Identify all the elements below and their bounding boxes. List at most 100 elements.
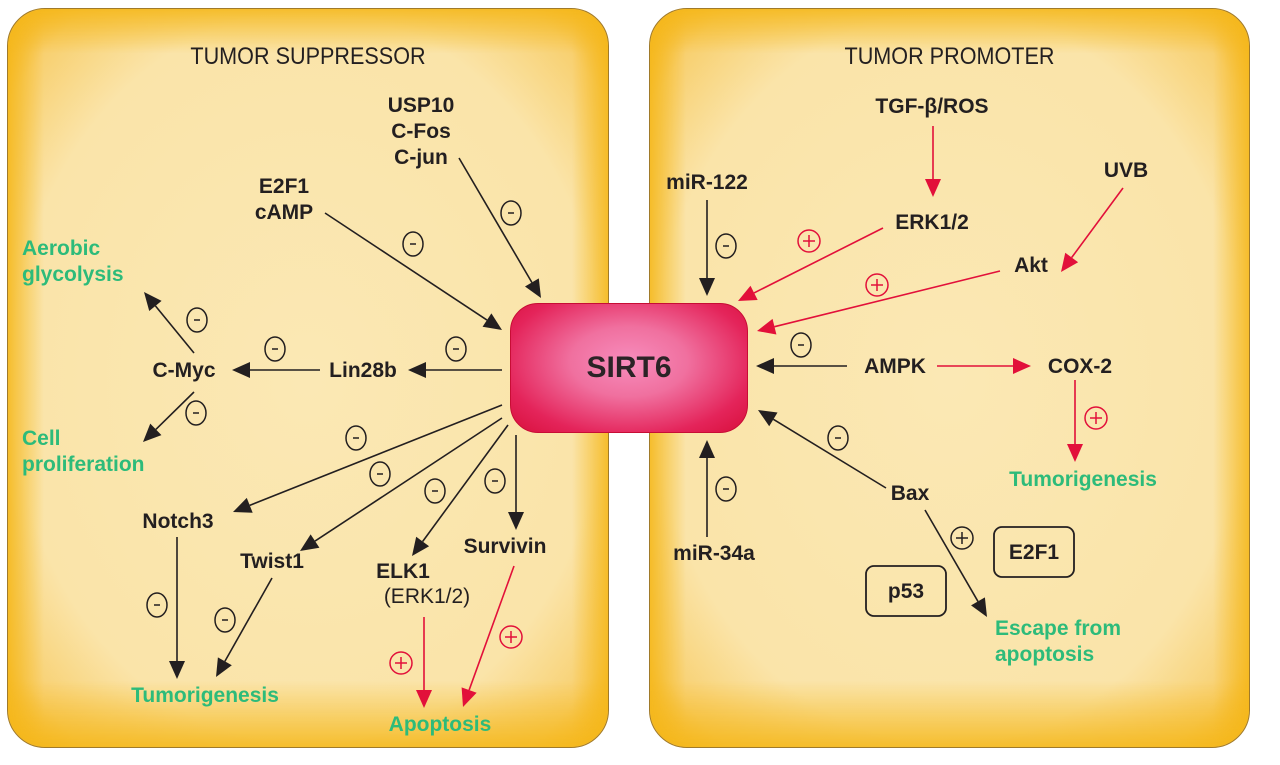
arrowhead-icon	[412, 536, 430, 556]
edge-line	[155, 391, 195, 430]
edge-bax-to-sirt6	[758, 410, 887, 489]
edge-akt-to-sirt6	[757, 270, 1001, 335]
node-label-line: E2F1	[259, 175, 310, 198]
node-label-line: Aerobic	[22, 237, 101, 260]
edge-line	[324, 212, 488, 321]
arrowhead-icon	[408, 362, 426, 378]
node-erk12: ERK1/2	[895, 211, 969, 234]
node-label-line: C-Fos	[391, 120, 451, 143]
arrowhead-icon	[144, 292, 162, 311]
edge-line	[753, 227, 884, 294]
node-label-line: C-jun	[394, 146, 448, 169]
node-label-line: TGF-β/ROS	[875, 95, 988, 118]
node-akt: Akt	[1014, 254, 1048, 277]
node-tumorigenesis-left: Tumorigenesis	[131, 684, 279, 707]
node-elk1-sub: (ERK1/2)	[384, 585, 470, 608]
node-survivin: Survivin	[464, 535, 547, 558]
arrowhead-icon	[756, 358, 774, 374]
node-label-line: apoptosis	[995, 643, 1094, 666]
panel-shading	[650, 9, 1249, 747]
panel-shading	[8, 9, 608, 747]
edge-line	[468, 565, 515, 691]
edge-line	[421, 424, 509, 542]
arrowhead-icon	[143, 423, 162, 442]
edge-line	[224, 577, 273, 662]
edge-twist1-to-tumorigenesis	[214, 577, 273, 677]
edge-uvb-to-akt	[1061, 187, 1124, 272]
minus-sign-icon	[264, 336, 286, 362]
node-label-line: proliferation	[22, 453, 145, 476]
node-label-line: Bax	[891, 482, 930, 505]
arrowhead-icon	[232, 362, 250, 378]
tumor-promoter-panel: TUMOR PROMOTER	[649, 8, 1250, 748]
minus-sign-icon	[715, 233, 737, 259]
edge-cox2-to-tumorigenesis	[1067, 380, 1108, 462]
node-label-line: glycolysis	[22, 263, 124, 286]
arrowhead-icon	[971, 597, 987, 617]
node-label-line: USP10	[388, 94, 455, 117]
arrowhead-icon	[508, 512, 524, 530]
arrowhead-icon	[169, 661, 185, 679]
node-label-line: ELK1	[376, 560, 430, 583]
edge-sirt6-to-notch3	[233, 404, 503, 513]
plus-sign-icon	[389, 651, 413, 675]
arrowhead-icon	[925, 179, 941, 197]
edge-sirt6-to-twist1	[300, 417, 503, 551]
e2f1-box: E2F1	[993, 526, 1075, 578]
node-aerobic: Aerobic glycolysis	[22, 237, 124, 286]
minus-sign-icon	[402, 231, 424, 257]
arrowhead-icon	[1061, 252, 1079, 272]
edge-lin28b-to-cmyc	[232, 336, 320, 378]
edge-survivin-to-apoptosis	[461, 565, 523, 707]
arrowhead-icon	[758, 410, 778, 427]
edge-sirt6-to-elk1	[412, 424, 509, 556]
minus-sign-icon	[345, 425, 367, 451]
arrowhead-icon	[300, 534, 320, 551]
minus-sign-icon	[790, 332, 812, 358]
minus-sign-icon	[185, 400, 207, 426]
edge-sirt6-to-survivin	[484, 435, 524, 530]
node-label-line: UVB	[1104, 159, 1148, 182]
arrowhead-icon	[416, 690, 432, 708]
tumor-suppressor-panel: TUMOR SUPPRESSOR	[7, 8, 609, 748]
edge-line	[774, 270, 1001, 328]
edge-mir34a-to-sirt6	[699, 440, 737, 537]
minus-sign-icon	[369, 461, 391, 487]
node-label-line: AMPK	[864, 355, 926, 378]
minus-sign-icon	[146, 592, 168, 618]
edge-e2f1-to-sirt6	[324, 212, 502, 330]
edge-erk12-to-sirt6	[738, 227, 884, 301]
edge-mir122-to-sirt6	[699, 200, 737, 296]
plus-sign-icon	[865, 273, 889, 297]
node-label-line: Tumorigenesis	[131, 684, 279, 707]
arrowhead-icon	[233, 497, 253, 513]
node-label-line: miR-122	[666, 171, 748, 194]
plus-sign-icon	[950, 526, 974, 550]
minus-sign-icon	[484, 468, 506, 494]
node-label-line: ERK1/2	[895, 211, 969, 234]
arrowhead-icon	[699, 278, 715, 296]
minus-sign-icon	[715, 476, 737, 502]
node-cox2: COX-2	[1048, 355, 1112, 378]
arrowhead-icon	[524, 278, 541, 298]
sirt6-node: SIRT6	[510, 303, 748, 433]
edge-cmyc-to-aerobic	[144, 292, 208, 354]
node-apoptosis: Apoptosis	[389, 713, 492, 736]
arrowhead-icon	[699, 440, 715, 458]
node-label-line: Twist1	[240, 550, 304, 573]
minus-sign-icon	[424, 478, 446, 504]
plus-sign-icon	[797, 229, 821, 253]
node-label-line: (ERK1/2)	[384, 585, 470, 608]
minus-sign-icon	[827, 425, 849, 451]
edge-line	[314, 417, 503, 542]
edge-ampk-to-cox2	[937, 358, 1031, 374]
node-bax: Bax	[891, 482, 930, 505]
node-ampk: AMPK	[864, 355, 926, 378]
node-label-line: cAMP	[255, 201, 313, 224]
edge-usp10-to-sirt6	[458, 157, 541, 298]
arrowhead-icon	[757, 318, 777, 335]
node-label-line: Lin28b	[329, 359, 397, 382]
minus-sign-icon	[500, 200, 522, 226]
